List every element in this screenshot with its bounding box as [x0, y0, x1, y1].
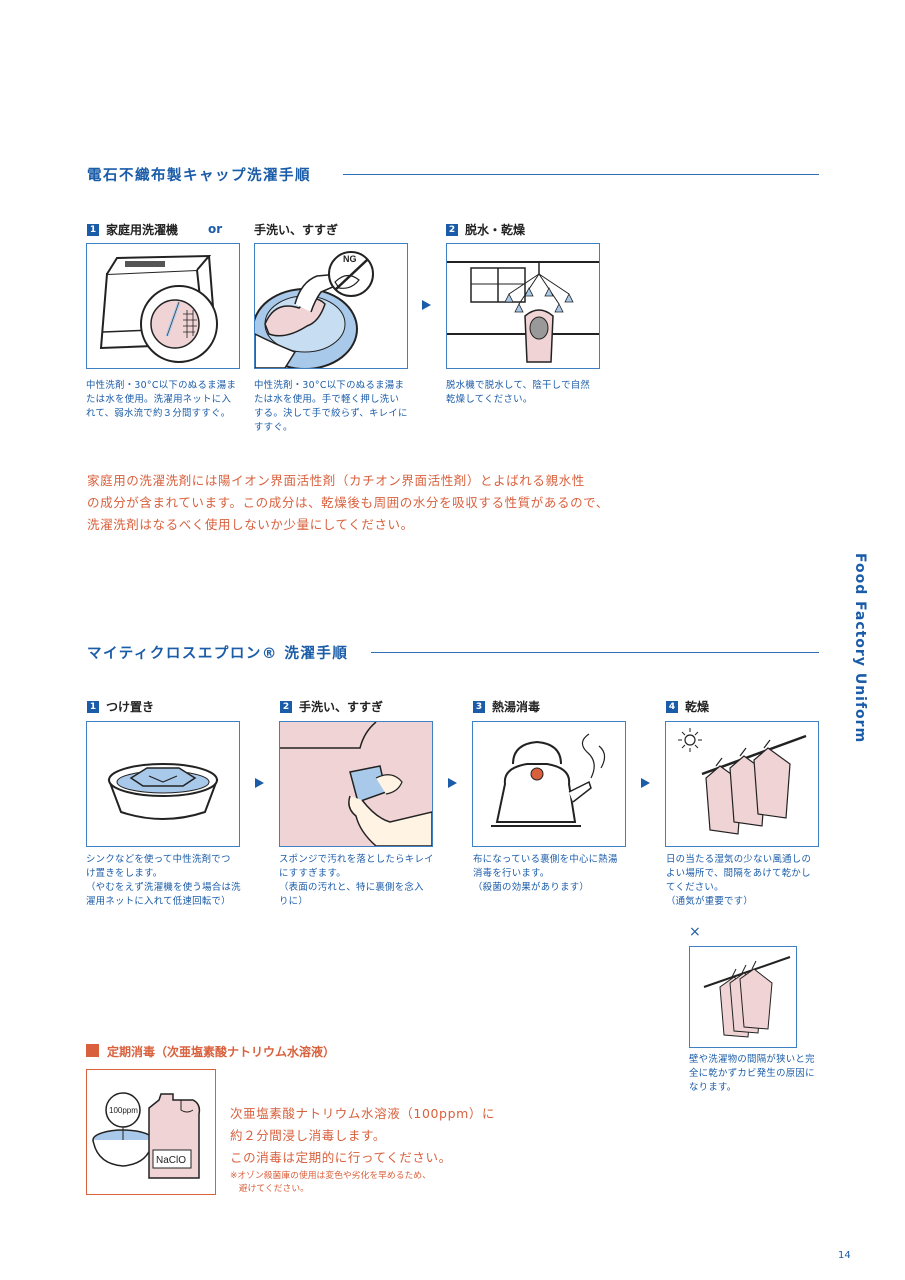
section2-caption-4: 日の当たる湿気の少ない風通しのよい場所で、間隔をあけて乾かしてください。（通気が…: [666, 854, 812, 907]
section2-step3-heading: 3 熱湯消毒: [473, 698, 540, 715]
section2-step1-heading: 1 つけ置き: [87, 698, 154, 715]
step-number: 4: [666, 700, 678, 713]
or-label: or: [208, 222, 223, 236]
step-label: つけ置き: [106, 700, 155, 714]
section1-caption-1: 中性洗剤・30°C以下のぬるま湯または水を使用。洗濯用ネットに入れて、弱水流で約…: [86, 380, 237, 419]
section2-step4-heading: 4 乾燥: [666, 698, 709, 715]
ng-label: NG: [343, 254, 357, 264]
soak-illustration: [86, 721, 240, 847]
section2-step2-heading: 2 手洗い、すすぎ: [280, 698, 383, 715]
apron-drying-illustration: [665, 721, 819, 847]
section2-caption-1: シンクなどを使って中性洗剤でつけ置きをします。（やむをえず洗濯機を使う場合は洗濯…: [86, 854, 241, 907]
step-label: 家庭用洗濯機: [106, 223, 179, 237]
step-label: 手洗い、すすぎ: [299, 700, 384, 714]
section1-step1-heading: 1 家庭用洗濯機: [87, 221, 178, 238]
section1-caption-2: 中性洗剤・30°C以下のぬるま湯または水を使用。手で軽く押し洗いする。決して手で…: [254, 380, 408, 433]
bleach-illustration: 100ppm NaClO: [86, 1069, 216, 1195]
disinfect-marker: [86, 1044, 99, 1057]
disinfect-text: 次亜塩素酸ナトリウム水溶液（100ppm）に約２分間浸し消毒します。この消毒は定…: [230, 1106, 496, 1165]
step-label: 熱湯消毒: [492, 700, 541, 714]
sponge-wash-illustration: [279, 721, 433, 847]
step-number: 2: [446, 223, 458, 236]
step-arrow: [641, 778, 650, 788]
step-arrow: [422, 300, 431, 310]
bottle-label: NaClO: [156, 1155, 186, 1166]
ppm-label: 100ppm: [109, 1106, 138, 1115]
bad-example-caption: 壁や洗濯物の間隔が狭いと完全に乾かずカビ発生の原因になります。: [689, 1054, 815, 1093]
section2-caption-3: 布になっている裏側を中心に熱湯消毒を行います。（殺菌の効果があります）: [473, 854, 618, 893]
drying-illustration: [446, 243, 600, 369]
section1-caption-3: 脱水機で脱水して、陰干しで自然乾燥してください。: [446, 380, 591, 405]
step-number: 1: [87, 700, 99, 713]
bad-example-mark: ×: [689, 924, 701, 940]
hand-wash-illustration: NG: [254, 243, 408, 369]
disinfect-title: 定期消毒（次亜塩素酸ナトリウム水溶液）: [107, 1045, 336, 1059]
washing-machine-illustration: [86, 243, 240, 369]
section1-step1b-heading: 手洗い、すすぎ: [254, 221, 338, 238]
crowded-drying-illustration: [689, 946, 797, 1048]
section1-title: 電石不織布製キャップ洗濯手順: [87, 168, 311, 184]
section2-title: マイティクロスエプロン® 洗濯手順: [87, 646, 349, 662]
step-number: 3: [473, 700, 485, 713]
step-label: 脱水・乾燥: [465, 223, 526, 237]
detergent-note: 家庭用の洗濯洗剤には陽イオン界面活性剤（カチオン界面活性剤）とよばれる親水性の成…: [87, 473, 609, 532]
side-label: Food Factory Uniform: [852, 553, 868, 744]
page-number: 14: [838, 1250, 851, 1261]
section1-step2-heading: 2 脱水・乾燥: [446, 221, 525, 238]
step-arrow: [448, 778, 457, 788]
kettle-illustration: [472, 721, 626, 847]
step-label: 乾燥: [685, 700, 710, 714]
step-arrow: [255, 778, 264, 788]
step-number: 1: [87, 223, 99, 236]
step-number: 2: [280, 700, 292, 713]
section1-divider: [343, 174, 819, 175]
section2-caption-2: スポンジで汚れを落としたらキレイにすすぎます。（表面の汚れと、特に裏側を念入りに…: [279, 854, 434, 907]
disinfect-note: ※オゾン殺菌庫の使用は変色や劣化を早めるため、 避けてください。: [230, 1171, 431, 1194]
step-label: 手洗い、すすぎ: [254, 223, 339, 237]
section2-divider: [371, 652, 819, 653]
